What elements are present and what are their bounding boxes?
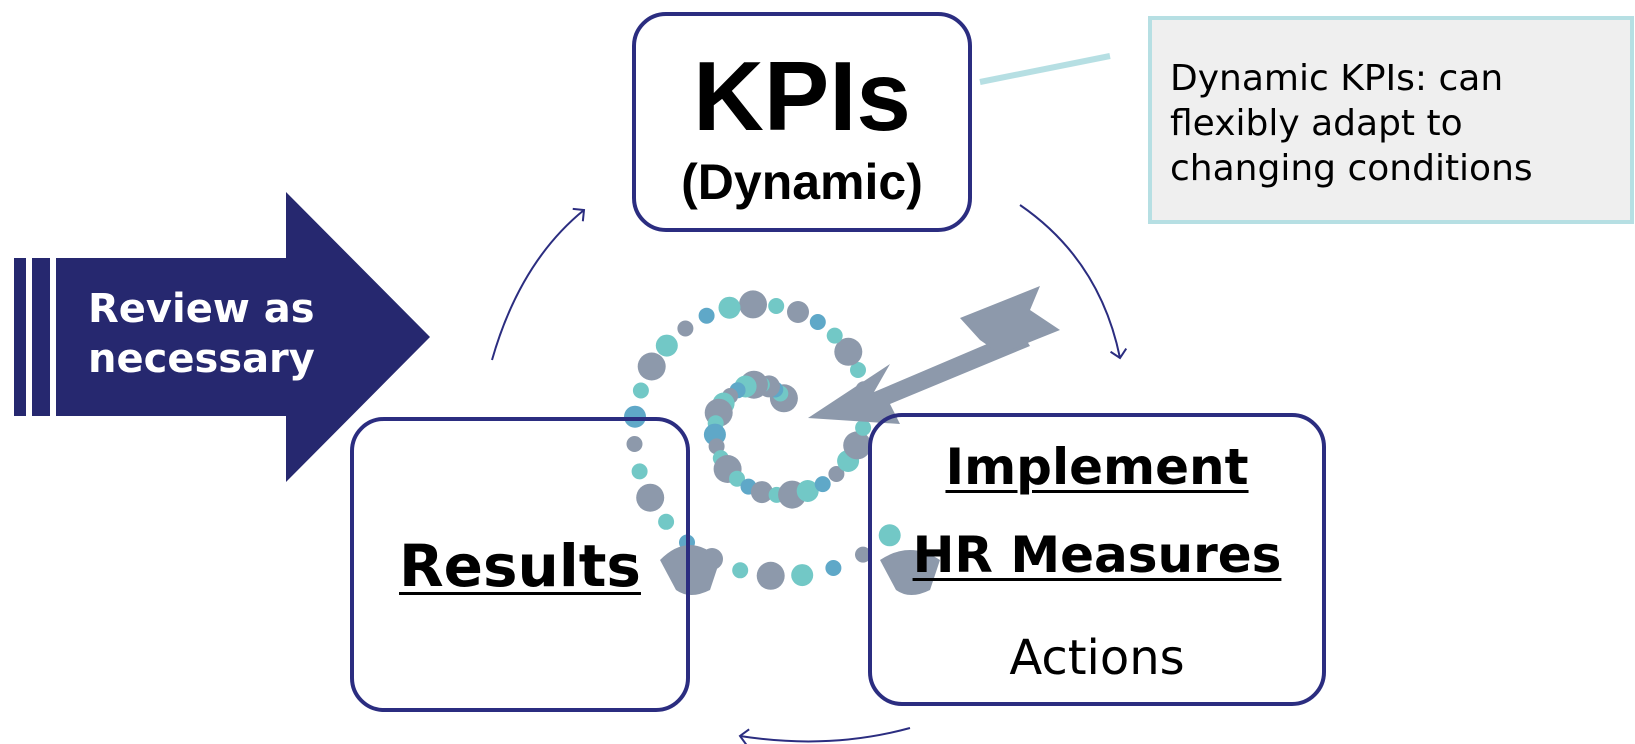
- spiral-dot: [750, 481, 773, 504]
- spiral-dot: [796, 480, 819, 502]
- spiral-dot: [814, 476, 831, 493]
- kpi-subtitle: (Dynamic): [681, 154, 923, 210]
- spiral-dot: [739, 290, 767, 319]
- spiral-dot: [655, 334, 678, 357]
- spiral-dot: [855, 546, 871, 563]
- spiral-dot: [729, 470, 745, 487]
- cycle-arrow-to-implement: [1019, 204, 1128, 360]
- spiral-dot: [626, 436, 643, 452]
- spiral-dot: [756, 561, 785, 590]
- spiral-dot: [637, 352, 666, 381]
- cycle-arrow-to-kpi: [491, 207, 586, 361]
- spiral-dot: [768, 298, 785, 314]
- spiral-dot: [787, 301, 809, 323]
- spiral-dot: [718, 296, 741, 319]
- cycle-arrow-to-results: [738, 727, 911, 744]
- implement-box: Implement HR Measures Actions: [868, 413, 1326, 706]
- spiral-dot: [732, 562, 749, 579]
- spiral-dot: [825, 560, 842, 576]
- kpi-title: KPIs: [693, 41, 911, 151]
- spiral-dot: [850, 362, 866, 378]
- review-arrow-label: Review as necessary: [88, 286, 315, 382]
- spiral-dot: [843, 431, 872, 460]
- note-text: Dynamic KPIs: can flexibly adapt to chan…: [1170, 58, 1533, 189]
- spiral-dot: [624, 405, 646, 428]
- results-label: Results: [399, 532, 641, 600]
- spiral-dot: [632, 382, 649, 399]
- spiral-dot: [677, 320, 694, 337]
- kpi-box: KPIs (Dynamic): [632, 12, 972, 232]
- spiral-dot: [809, 314, 826, 330]
- spiral-dot: [855, 419, 872, 436]
- results-box: Results: [350, 417, 690, 712]
- icon-spiral: [624, 290, 901, 590]
- implement-line1: Implement: [945, 438, 1249, 496]
- spiral-dot: [791, 564, 814, 587]
- spiral-dot: [658, 513, 675, 530]
- implement-line2: HR Measures: [912, 526, 1282, 584]
- note-connector: [979, 53, 1111, 85]
- spiral-dot: [631, 463, 648, 480]
- implement-actions: Actions: [1009, 630, 1185, 686]
- spiral-dot: [834, 337, 863, 366]
- note-box: Dynamic KPIs: can flexibly adapt to chan…: [1148, 16, 1634, 224]
- spiral-dot: [636, 483, 665, 512]
- spiral-dot: [698, 307, 715, 324]
- spiral-dot: [828, 466, 845, 482]
- spiral-dot: [878, 524, 901, 547]
- spiral-dot: [826, 327, 843, 344]
- target-arrow-icon: [660, 286, 1060, 595]
- review-arrow: [14, 192, 430, 482]
